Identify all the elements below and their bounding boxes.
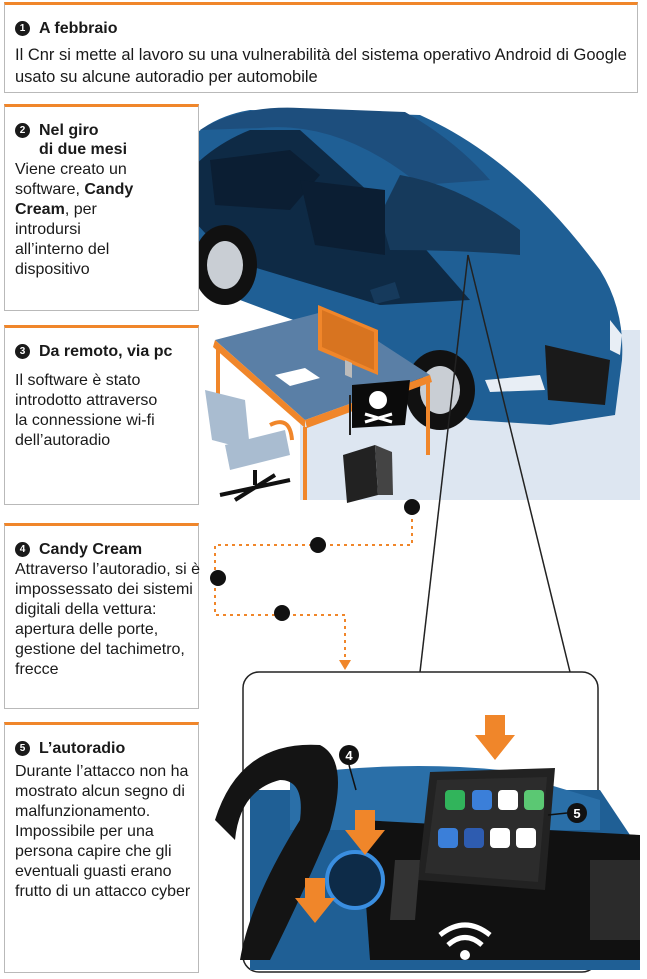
- step-3-title: Da remoto, via pc: [39, 343, 173, 360]
- step-4-box: 4 Candy Cream Attraverso l’autoradio, si…: [4, 523, 200, 709]
- step-5-number: 5: [15, 741, 30, 756]
- callout-4-label: 4: [345, 748, 353, 763]
- step-2-title: Nel giro di due mesi: [39, 121, 127, 159]
- step-2-text-after: , per introdursi all’interno del disposi…: [15, 201, 110, 278]
- step-4-text: Attraverso l’autoradio, si è impossessat…: [15, 561, 200, 678]
- dashboard-illustration: [215, 715, 640, 970]
- step-5-box: 5 L’autoradio Durante l’attacco non ha m…: [4, 722, 199, 973]
- step-2-number: 2: [15, 123, 30, 138]
- callout-4-badge: [339, 745, 359, 765]
- step-1-box: 1 A febbraio Il Cnr si mette al lavoro s…: [4, 2, 638, 93]
- step-4-number: 4: [15, 542, 30, 557]
- desk-illustration: [205, 305, 432, 503]
- step-5-text: Durante l’attacco non ha mostrato alcun …: [15, 763, 191, 900]
- step-3-box: 3 Da remoto, via pc Il software è stato …: [4, 325, 199, 505]
- step-3-text: Il software è stato introdotto attravers…: [15, 372, 158, 449]
- step-2-text-before: Viene creato un software,: [15, 161, 127, 198]
- step-2-title-line2: di due mesi: [39, 141, 128, 158]
- car-illustration: [165, 107, 623, 430]
- step-3-number: 3: [15, 344, 30, 359]
- callout-5-label: 5: [573, 806, 580, 821]
- step-2-text-bold: Candy Cream: [15, 181, 134, 218]
- step-1-number: 1: [15, 21, 30, 36]
- attack-path: [214, 505, 413, 665]
- attack-arrowhead: [339, 660, 351, 670]
- step-2-text: Viene creato un software, Candy Cream, p…: [15, 160, 145, 280]
- step-1-text: Il Cnr si mette al lavoro su una vulnera…: [15, 46, 627, 86]
- step-2-box: 2 Nel giro di due mesi Viene creato un s…: [4, 104, 199, 311]
- step-4-title: Candy Cream: [39, 541, 143, 558]
- step-2-title-line1: Nel giro: [39, 122, 99, 139]
- virus-icons: [210, 499, 420, 621]
- step-1-title: A febbraio: [39, 20, 118, 37]
- step-5-title: L’autoradio: [39, 740, 126, 757]
- callout-5-badge: [567, 803, 587, 823]
